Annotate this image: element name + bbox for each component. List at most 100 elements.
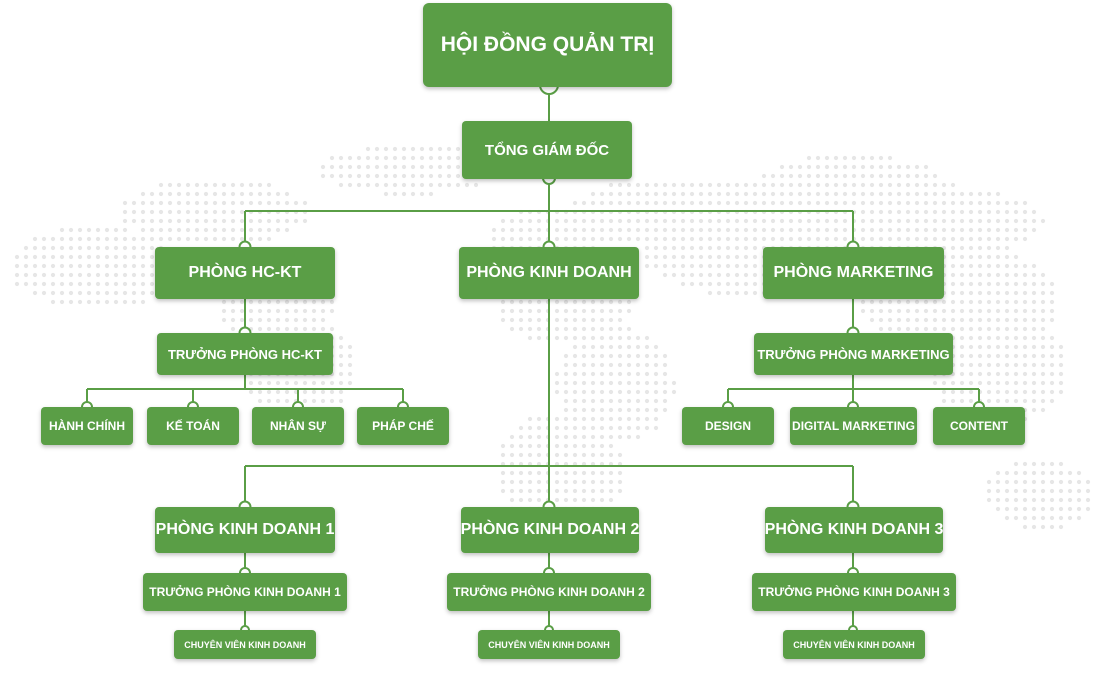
map-dot <box>248 200 254 206</box>
map-dot <box>995 389 1001 395</box>
map-dot <box>968 362 974 368</box>
map-dot <box>1049 497 1055 503</box>
map-dot <box>140 218 146 224</box>
map-dot <box>590 380 596 386</box>
map-dot <box>131 263 137 269</box>
map-dot <box>608 299 614 305</box>
map-dot <box>959 362 965 368</box>
map-dot <box>599 191 605 197</box>
board-box: HỘI ĐỒNG QUẢN TRỊ <box>423 3 672 87</box>
map-dot <box>1049 308 1055 314</box>
map-dot <box>707 281 713 287</box>
map-dot <box>941 209 947 215</box>
map-dot <box>815 218 821 224</box>
map-dot <box>563 299 569 305</box>
map-dot <box>275 299 281 305</box>
map-dot <box>653 389 659 395</box>
map-dot <box>851 173 857 179</box>
map-dot <box>131 209 137 215</box>
map-dot <box>914 308 920 314</box>
map-dot <box>23 254 29 260</box>
map-dot <box>986 308 992 314</box>
map-dot <box>1031 371 1037 377</box>
map-dot <box>203 227 209 233</box>
map-dot <box>995 236 1001 242</box>
map-dot <box>140 254 146 260</box>
map-dot <box>626 371 632 377</box>
map-dot <box>1058 371 1064 377</box>
map-dot <box>140 272 146 278</box>
map-dot <box>68 263 74 269</box>
map-dot <box>941 308 947 314</box>
map-dot <box>617 371 623 377</box>
map-dot <box>293 317 299 323</box>
map-dot <box>833 191 839 197</box>
map-dot <box>185 227 191 233</box>
map-dot <box>563 353 569 359</box>
map-dot <box>1013 362 1019 368</box>
map-dot <box>248 227 254 233</box>
map-dot <box>653 344 659 350</box>
map-dot <box>626 227 632 233</box>
map-dot <box>581 479 587 485</box>
unit-content-box: CONTENT <box>933 407 1025 445</box>
map-dot <box>302 380 308 386</box>
map-dot <box>320 380 326 386</box>
map-dot <box>1013 470 1019 476</box>
map-dot <box>734 218 740 224</box>
map-dot <box>1040 407 1046 413</box>
map-dot <box>194 191 200 197</box>
map-dot <box>995 272 1001 278</box>
map-dot <box>896 173 902 179</box>
map-dot <box>662 218 668 224</box>
map-dot <box>1022 389 1028 395</box>
map-dot <box>590 470 596 476</box>
map-dot <box>518 236 524 242</box>
map-dot <box>1040 272 1046 278</box>
map-dot <box>887 182 893 188</box>
map-dot <box>149 254 155 260</box>
map-dot <box>851 182 857 188</box>
map-dot <box>1013 281 1019 287</box>
map-dot <box>410 173 416 179</box>
map-dot <box>995 218 1001 224</box>
map-dot <box>878 308 884 314</box>
map-dot <box>473 182 479 188</box>
map-dot <box>905 299 911 305</box>
map-dot <box>203 182 209 188</box>
map-dot <box>338 380 344 386</box>
map-dot <box>896 164 902 170</box>
map-dot <box>743 191 749 197</box>
map-dot <box>644 227 650 233</box>
map-dot <box>842 236 848 242</box>
map-dot <box>536 317 542 323</box>
map-dot <box>248 299 254 305</box>
map-dot <box>968 245 974 251</box>
map-dot <box>824 155 830 161</box>
map-dot <box>986 290 992 296</box>
map-dot <box>842 200 848 206</box>
map-dot <box>896 200 902 206</box>
map-dot <box>617 470 623 476</box>
map-dot <box>608 443 614 449</box>
unit-hanh-chinh-box: HÀNH CHÍNH <box>41 407 133 445</box>
map-dot <box>1022 470 1028 476</box>
map-dot <box>158 227 164 233</box>
map-dot <box>644 191 650 197</box>
map-dot <box>896 209 902 215</box>
map-dot <box>1040 371 1046 377</box>
map-dot <box>932 191 938 197</box>
map-dot <box>338 353 344 359</box>
map-dot <box>725 218 731 224</box>
map-dot <box>1031 209 1037 215</box>
map-dot <box>734 245 740 251</box>
map-dot <box>644 254 650 260</box>
map-dot <box>599 362 605 368</box>
map-dot <box>581 317 587 323</box>
map-dot <box>752 281 758 287</box>
map-dot <box>914 209 920 215</box>
map-dot <box>275 389 281 395</box>
map-dot <box>770 173 776 179</box>
map-dot <box>365 146 371 152</box>
map-dot <box>1049 299 1055 305</box>
